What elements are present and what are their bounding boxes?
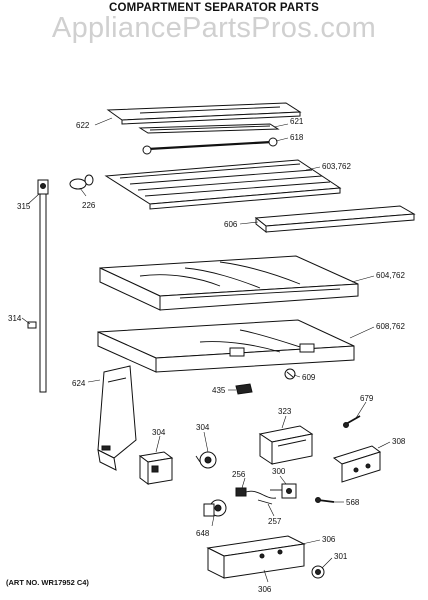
callout-679: 679 [360,394,374,403]
callout-435: 435 [212,386,226,395]
page-title: COMPARTMENT SEPARATOR PARTS [108,2,320,14]
part-621-channel [138,123,280,134]
part-624-plate [97,365,137,471]
callout-301: 301 [334,552,348,561]
callout-labels: 622 621 618 603,762 315 226 606 604,762 … [8,117,406,594]
part-323-housing [258,425,314,465]
callout-624: 624 [72,379,86,388]
callout-648: 648 [196,529,210,538]
callout-226: 226 [82,201,96,210]
callout-304-left: 304 [152,428,166,437]
part-622-cover [106,102,302,125]
part-256-connector [235,487,277,499]
callout-314: 314 [8,314,22,323]
callout-256: 256 [232,470,246,479]
callout-568: 568 [346,498,360,507]
watermark: AppliancePartsPros.com [51,12,377,44]
callout-608: 608,762 [376,322,405,331]
part-648-motor [203,499,227,517]
callout-308: 308 [392,437,406,446]
callout-603: 603,762 [322,162,351,171]
part-679-screw [343,415,361,428]
callout-306-bottom: 306 [258,585,272,594]
callout-300: 300 [272,467,286,476]
callout-306-top: 306 [322,535,336,544]
part-304-motor [195,451,217,469]
part-608-separator [97,319,355,373]
leader-lines [21,117,391,583]
callout-609: 609 [302,373,316,382]
callout-257: 257 [268,517,282,526]
callout-618: 618 [290,133,304,142]
part-606-strip [254,205,416,234]
part-568-screw [315,497,335,503]
callout-323: 323 [278,407,292,416]
part-306-base [206,535,306,579]
part-604-separator [99,255,359,311]
part-300-switch [270,483,297,499]
part-603-shelf [104,159,342,210]
callout-622: 622 [76,121,90,130]
part-301-knob [311,565,325,579]
part-226-cap [69,174,94,190]
art-number: (ART NO. WR17952 C4) [6,578,89,587]
part-609-fastener [284,368,296,380]
part-618-rod [142,137,278,155]
callout-315: 315 [17,202,31,211]
callout-606: 606 [224,220,238,229]
part-304-block [138,451,174,485]
part-308-bracket [332,445,382,483]
callout-604: 604,762 [376,271,405,280]
callout-621: 621 [290,117,304,126]
part-315-bracket [27,179,49,393]
part-435-clip [235,383,253,395]
part-257-wire [257,499,273,505]
callout-304-right: 304 [196,423,210,432]
